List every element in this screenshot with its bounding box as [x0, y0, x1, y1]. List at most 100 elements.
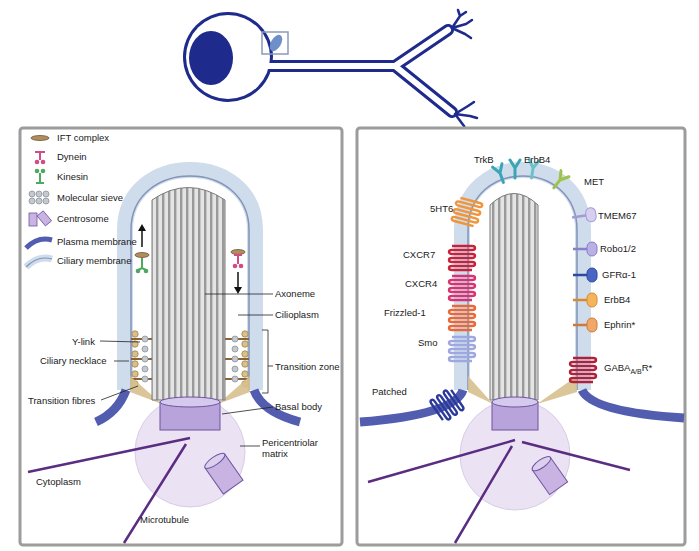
sieve-dot: [232, 346, 238, 352]
sieve-dot: [232, 356, 238, 362]
part-label: GABA: [604, 362, 630, 373]
label-box: Pericentriolar matrix: [262, 437, 334, 459]
part-label: GFRα-1: [602, 269, 636, 280]
label-box: Cytoplasm: [36, 476, 81, 487]
part-label: CXCR4: [405, 278, 437, 289]
basal-body-top: [160, 397, 220, 407]
part-label: Y-link: [72, 336, 95, 347]
microtubule: [368, 440, 630, 543]
soma-outline: [183, 12, 273, 102]
kinesin-head: [144, 269, 149, 274]
sieve-dot: [142, 336, 148, 342]
label-box: 5HT6: [430, 203, 453, 214]
label-box: GABAA/BR*: [604, 362, 652, 377]
centriole-end: [530, 454, 553, 473]
met-receptor: [550, 171, 569, 191]
sieve-dot: [232, 376, 238, 382]
cxcr4-receptor: [449, 276, 475, 300]
legend-ciliary-membrane-line: [26, 258, 52, 267]
leader-line: [100, 294, 273, 446]
axon-inner: [262, 30, 452, 112]
trkb-receptor: [510, 160, 520, 178]
label-box: Y-link: [72, 336, 95, 347]
legend-text: Molecular sieve: [57, 192, 123, 203]
part-label: Pericentriolar matrix: [262, 437, 318, 459]
right-panel: [357, 128, 685, 545]
ephrin-receptor: [573, 318, 597, 332]
part-label: MET: [584, 176, 604, 187]
gfra-receptor: [573, 268, 597, 282]
legend-kinesin-icon: [36, 173, 44, 183]
label-box: ErbB4: [604, 294, 630, 305]
label-box: Transition fibres: [28, 395, 95, 406]
label-box: Transition zone: [275, 361, 340, 372]
dynein: [234, 255, 242, 264]
label-box: Microtubule: [140, 514, 189, 525]
label-box: Smo: [418, 337, 438, 348]
legend-text: IFT complex: [57, 132, 109, 143]
label-box: MET: [584, 176, 604, 187]
nucleus: [189, 31, 233, 85]
label-box: Ephrin*: [604, 319, 635, 330]
sieve-dot: [142, 346, 148, 352]
label-box: ErbB4: [524, 154, 550, 165]
part-label: Smo: [418, 337, 438, 348]
sieve-dot: [142, 376, 148, 382]
cxcr7-receptor: [449, 246, 475, 270]
sieve-dot: [36, 198, 42, 204]
patched-receptor: [430, 387, 465, 422]
axon-outline: [262, 30, 452, 112]
arrow-head: [234, 287, 242, 294]
part-label: R*: [642, 362, 653, 373]
frizzled-receptor: [449, 306, 475, 330]
label-box: TrkB: [474, 154, 494, 165]
label-box: GFRα-1: [602, 269, 636, 280]
kinesin: [138, 258, 146, 270]
legend-text: Plasma membrane: [57, 236, 137, 247]
basal-body-top: [492, 397, 538, 407]
part-label: Ephrin*: [604, 319, 635, 330]
part-label: Transition zone: [275, 361, 340, 372]
transition-fibre: [468, 376, 493, 404]
centriole-end: [203, 451, 227, 471]
legend-dynein-head: [35, 160, 40, 165]
soma-inner: [186, 15, 270, 99]
left-panel: [20, 128, 342, 545]
centriole: [203, 451, 243, 494]
part-label: Transition fibres: [28, 395, 95, 406]
part-label: Cilioplasm: [275, 309, 319, 320]
trkb-receptor: [493, 164, 509, 184]
label-box: Patched: [372, 386, 407, 397]
legend-text: Centrosome: [57, 213, 109, 224]
bead: [132, 331, 138, 337]
microtubule: [28, 438, 190, 543]
bead: [242, 361, 248, 367]
label-box: Axoneme: [275, 288, 315, 299]
sieve-dot: [142, 366, 148, 372]
arrow-shaft: [237, 272, 239, 288]
axon-terminal: [452, 10, 477, 132]
kinesin-head: [136, 269, 141, 274]
sieve-dot: [29, 191, 35, 197]
sieve-dot: [232, 366, 238, 372]
part-label: Basal body: [275, 401, 322, 412]
part-label: ErbB4: [524, 154, 550, 165]
sieve-dot: [142, 356, 148, 362]
legend-kinesin-head: [41, 169, 46, 174]
smo-receptor: [449, 337, 475, 361]
legend-kinesin-head: [35, 169, 40, 174]
gaba-receptor: [570, 358, 596, 382]
bead: [132, 361, 138, 367]
sieve-dot: [43, 198, 49, 204]
label-box: Ciliary necklace: [40, 355, 107, 366]
part-label: Microtubule: [140, 514, 189, 525]
legend-centrosome-icon: [37, 211, 51, 226]
bead: [132, 351, 138, 357]
part-label: TrkB: [474, 154, 494, 165]
small-cilium: [267, 33, 285, 54]
legend-ift-icon: [31, 136, 49, 141]
5ht6-receptor: [451, 197, 482, 227]
legend-dynein-head: [41, 160, 46, 165]
